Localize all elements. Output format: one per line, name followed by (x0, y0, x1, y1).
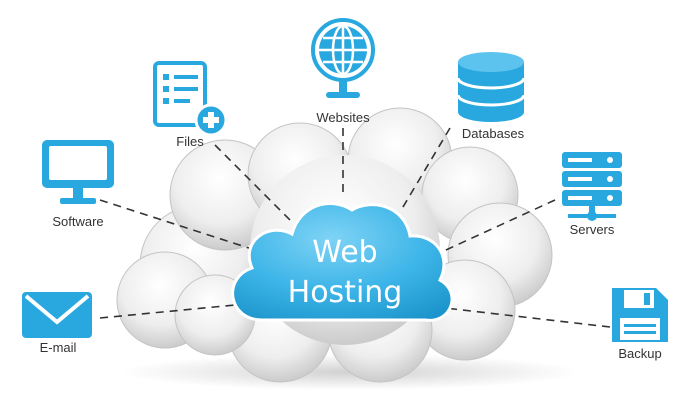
node-websites: Websites (311, 18, 375, 125)
label-files: Files (176, 134, 204, 149)
label-databases: Databases (462, 126, 525, 141)
globe-icon (311, 18, 375, 98)
node-databases: Databases (456, 52, 526, 141)
connector-databases (399, 127, 451, 213)
center-cloud: Web Hosting (231, 202, 454, 322)
label-email: E-mail (40, 340, 77, 355)
center-title-line2: Hosting (288, 275, 403, 310)
node-files: Files (153, 61, 228, 149)
label-servers: Servers (570, 222, 615, 237)
connector-email (99, 304, 236, 319)
label-backup: Backup (618, 346, 661, 361)
node-software: Software (42, 140, 114, 229)
label-software: Software (52, 214, 103, 229)
center-title-line1: Web (312, 235, 377, 270)
monitor-icon (42, 140, 114, 204)
node-email: E-mail (22, 292, 92, 355)
server-stack-icon (562, 152, 622, 221)
node-backup: Backup (612, 288, 668, 361)
connector-lines (99, 127, 611, 328)
envelope-icon (22, 292, 92, 338)
document-add-icon (153, 61, 228, 137)
connector-files (214, 144, 291, 221)
floppy-disk-icon (612, 288, 668, 342)
node-servers: Servers (562, 152, 622, 237)
label-websites: Websites (316, 110, 370, 125)
database-icon (456, 52, 526, 122)
